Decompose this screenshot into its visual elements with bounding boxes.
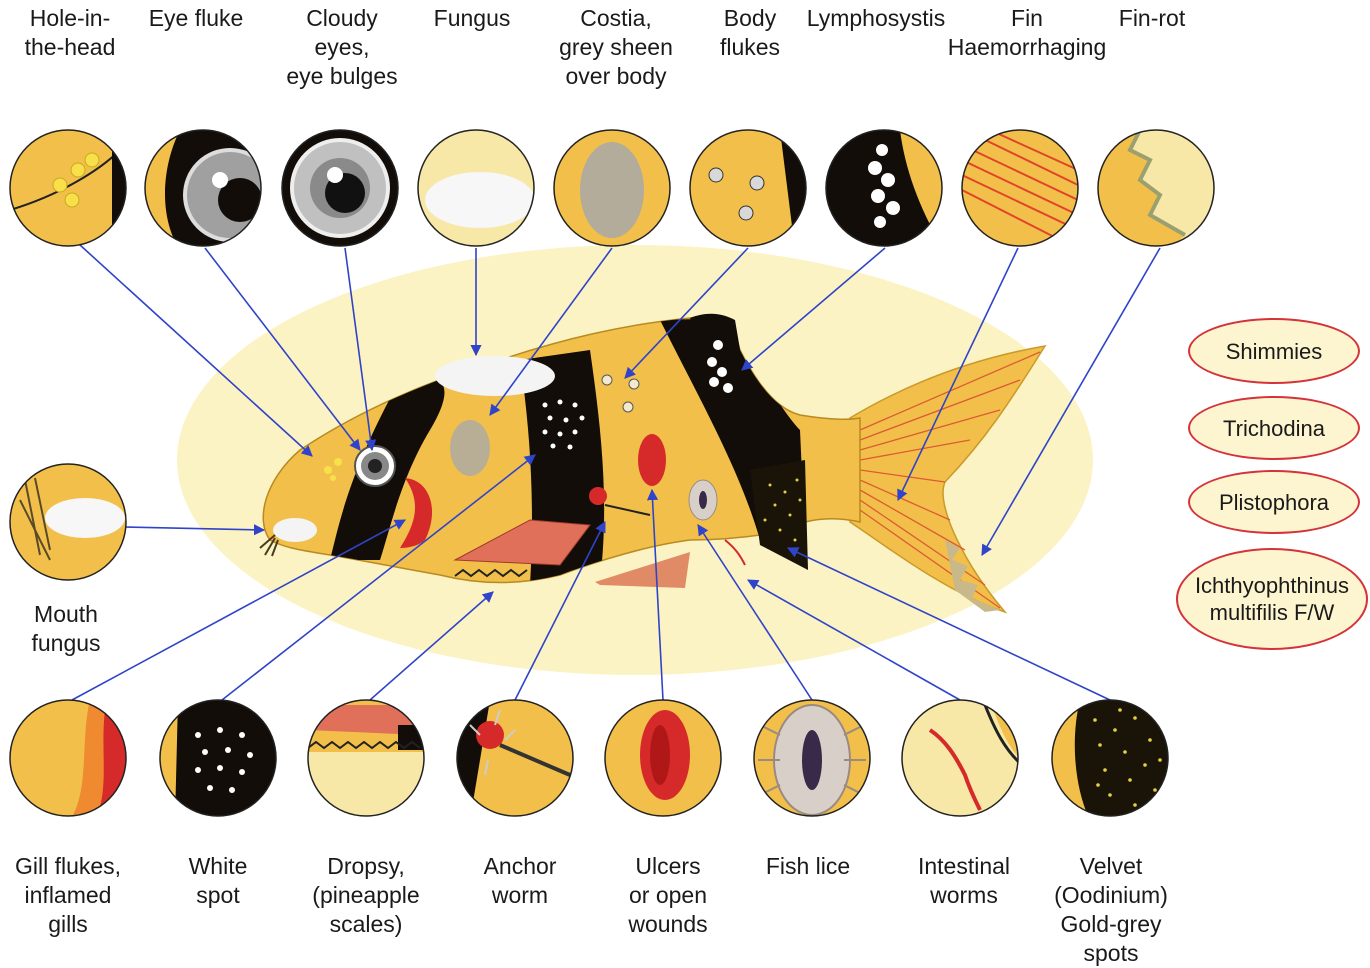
label-dropsy: Dropsy, (pineapple scales) — [312, 852, 419, 939]
condition-trichodina: Trichodina — [1188, 396, 1360, 460]
inset-white-spot — [160, 700, 280, 820]
label-fish-lice: Fish lice — [766, 852, 850, 881]
label-eye-fluke: Eye fluke — [149, 4, 244, 33]
label-intestinal-worms: Intestinal worms — [918, 852, 1010, 910]
inset-fish-lice — [754, 700, 874, 820]
label-velvet: Velvet (Oodinium) Gold-grey spots — [1054, 852, 1168, 968]
label-fin-rot: Fin-rot — [1119, 4, 1185, 33]
label-costia: Costia, grey sheen over body — [559, 4, 673, 91]
inset-fungus — [416, 130, 536, 250]
inset-anchor-worm — [457, 700, 577, 820]
inset-velvet — [1052, 700, 1172, 820]
label-mouth-fungus: Mouth fungus — [31, 600, 100, 658]
condition-ichthyophthinus: Ichthyophthinus multifilis F/W — [1176, 548, 1368, 650]
label-ulcers: Ulcers or open wounds — [628, 852, 707, 939]
inset-body-flukes — [688, 130, 810, 250]
label-gill-flukes: Gill flukes, inflamed gills — [15, 852, 121, 939]
inset-dropsy — [308, 700, 428, 822]
label-fin-haemorrhaging: Fin Haemorrhaging — [948, 4, 1107, 62]
inset-fin-haemorrhaging — [960, 130, 1080, 250]
condition-shimmies: Shimmies — [1188, 318, 1360, 384]
condition-plistophora: Plistophora — [1188, 470, 1360, 534]
label-anchor-worm: Anchor worm — [484, 852, 557, 910]
label-hole-in-the-head: Hole-in- the-head — [25, 4, 116, 62]
inset-intestinal-worms — [902, 700, 1022, 820]
inset-mouth-fungus — [10, 464, 130, 584]
inset-lymphosystis — [824, 130, 944, 250]
label-lymphosystis: Lymphosystis — [807, 4, 945, 33]
inset-gill-flukes — [10, 700, 130, 820]
inset-hole-in-the-head — [10, 130, 132, 250]
inset-cloudy-eyes — [280, 130, 400, 250]
label-cloudy-eyes: Cloudy eyes, eye bulges — [286, 4, 397, 91]
inset-ulcers — [605, 700, 725, 820]
inset-fin-rot — [1096, 130, 1216, 250]
inset-costia — [552, 130, 672, 250]
inset-eye-fluke — [140, 130, 275, 250]
label-fungus: Fungus — [434, 4, 511, 33]
label-white-spot: White spot — [189, 852, 248, 910]
label-body-flukes: Body flukes — [720, 4, 780, 62]
